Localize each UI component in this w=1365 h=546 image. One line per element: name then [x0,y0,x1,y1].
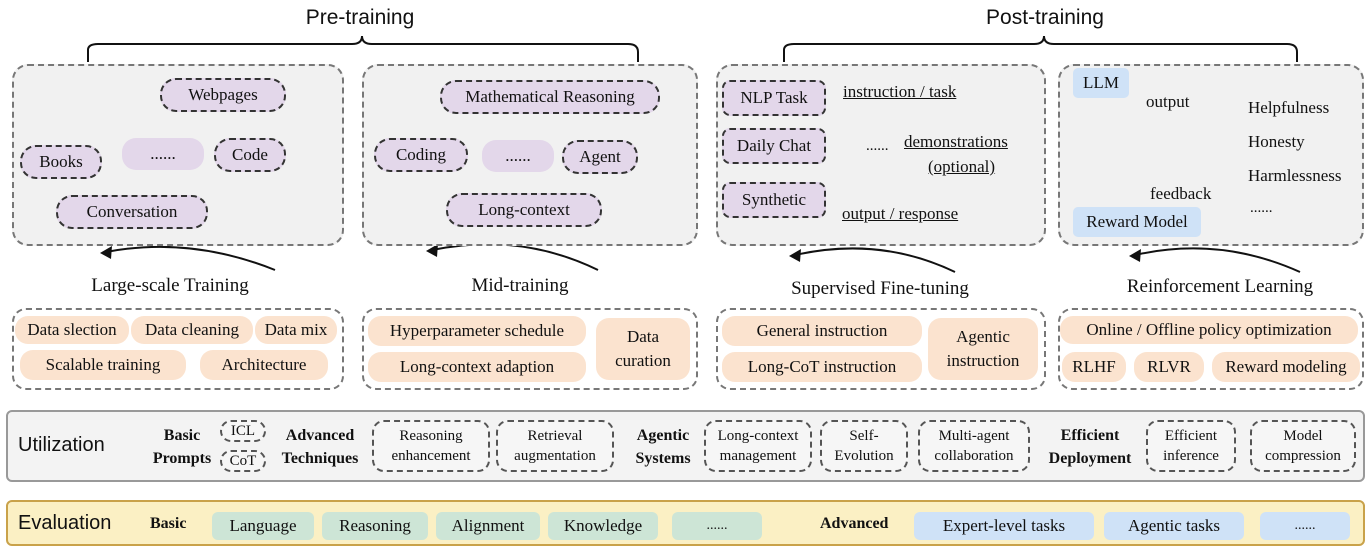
nlp-task-pill: NLP Task [722,80,826,116]
icl-box: ICL [220,420,266,442]
harmlessness-text: Harmlessness [1248,166,1342,185]
data-selection-tag: Data slection [15,316,129,344]
agentic-systems-label: Agentic Systems [635,427,691,467]
mid-training-caption: Mid-training [471,275,569,296]
pretraining-header: Pre-training [305,6,415,29]
optional-text: (optional) [928,157,996,176]
reasoning-chip: Reasoning [322,512,428,540]
model-compression-box: Model compression [1250,420,1356,472]
long-context-management-box: Long-context management [704,420,812,472]
daily-chat-pill: Daily Chat [722,128,826,164]
synthetic-pill: Synthetic [722,182,826,218]
advanced-eval-label: Advanced [820,515,889,532]
rl-caption: Reinforcement Learning [1126,276,1314,297]
llm-box: LLM [1073,68,1129,98]
self-evolution-box: Self-Evolution [820,420,908,472]
rlvr-tag: RLVR [1134,352,1204,382]
output-response-text: output / response [842,204,959,223]
helpfulness-text: Helpfulness [1248,98,1330,117]
advanced-techniques-label: Advanced Techniques [281,427,359,467]
code-pill: Code [214,138,286,172]
agent-pill: Agent [562,140,638,174]
basic-prompts-label: Basic Prompts [152,427,212,467]
posttraining-header: Post-training [986,6,1104,29]
coding-pill: Coding [374,138,468,172]
long-context-adaption-tag: Long-context adaption [368,352,586,382]
utilization-label: Utilization [18,434,105,456]
multi-agent-box: Multi-agent collaboration [918,420,1030,472]
webpages-pill: Webpages [160,78,286,112]
demonstrations-text: demonstrations [904,132,1008,151]
scalable-training-tag: Scalable training [20,350,186,380]
long-cot-instruction-tag: Long-CoT instruction [722,352,922,382]
basic-more-chip: ...... [672,512,762,540]
cot-box: CoT [220,450,266,472]
expert-level-chip: Expert-level tasks [914,512,1094,540]
large-scale-caption: Large-scale Training [91,275,249,296]
long-context-pill: Long-context [446,193,602,227]
math-reasoning-pill: Mathematical Reasoning [440,80,660,114]
reward-modeling-tag: Reward modeling [1212,352,1360,382]
rlhf-tag: RLHF [1062,352,1126,382]
efficient-deployment-label: Efficient Deployment [1048,427,1132,467]
alignment-chip: Alignment [436,512,540,540]
retrieval-augmentation-box: Retrieval augmentation [496,420,614,472]
ellipsis-pill: ...... [122,138,204,170]
knowledge-chip: Knowledge [548,512,658,540]
reward-model-box: Reward Model [1073,207,1201,237]
agentic-tasks-chip: Agentic tasks [1104,512,1244,540]
general-instruction-tag: General instruction [722,316,922,346]
data-cleaning-tag: Data cleaning [131,316,253,344]
agentic-instruction-tag: Agentic instruction [928,318,1038,380]
evaluation-label: Evaluation [18,512,112,534]
ellipsis-pill-2: ...... [482,140,554,172]
advanced-more-chip: ...... [1260,512,1350,540]
rl-dots: ...... [1250,200,1273,216]
data-curation-tag: Data curation [596,318,690,380]
basic-eval-label: Basic [150,515,187,532]
data-mix-tag: Data mix [255,316,337,344]
sft-dots: ...... [866,138,889,154]
books-pill: Books [20,145,102,179]
conversation-pill: Conversation [56,195,208,229]
output-label: output [1146,92,1190,111]
feedback-label: feedback [1150,184,1212,203]
reasoning-enhancement-box: Reasoning enhancement [372,420,490,472]
policy-optimization-tag: Online / Offline policy optimization [1060,316,1358,344]
instruction-text: instruction / task [843,82,957,101]
efficient-inference-box: Efficient inference [1146,420,1236,472]
hyperparameter-tag: Hyperparameter schedule [368,316,586,346]
sft-caption: Supervised Fine-tuning [791,278,969,299]
honesty-text: Honesty [1248,132,1305,151]
architecture-tag: Architecture [200,350,328,380]
language-chip: Language [212,512,314,540]
